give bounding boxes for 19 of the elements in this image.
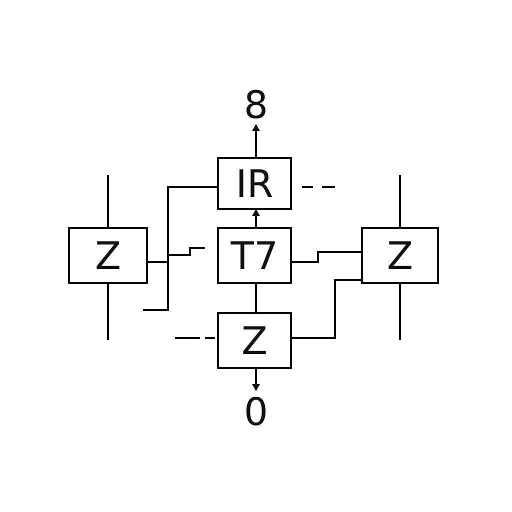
box-label: IR — [236, 164, 274, 202]
process-box — [361, 227, 439, 284]
process-box — [217, 227, 292, 284]
box-label: T7 — [230, 236, 278, 274]
arrow — [252, 209, 260, 227]
process-box — [217, 312, 292, 369]
box-label: Z — [241, 322, 268, 360]
connector-line — [148, 186, 217, 263]
process-box — [68, 227, 148, 284]
arrow — [252, 369, 260, 391]
box-label: Z — [386, 236, 414, 274]
process-box — [217, 157, 292, 210]
connector-line — [292, 279, 361, 339]
arrow — [252, 124, 260, 157]
terminal-label: 8 — [244, 86, 268, 124]
box-label: Z — [94, 236, 122, 274]
connector-line — [255, 284, 257, 312]
terminal-label: 0 — [244, 393, 268, 431]
connector-line — [292, 251, 361, 263]
